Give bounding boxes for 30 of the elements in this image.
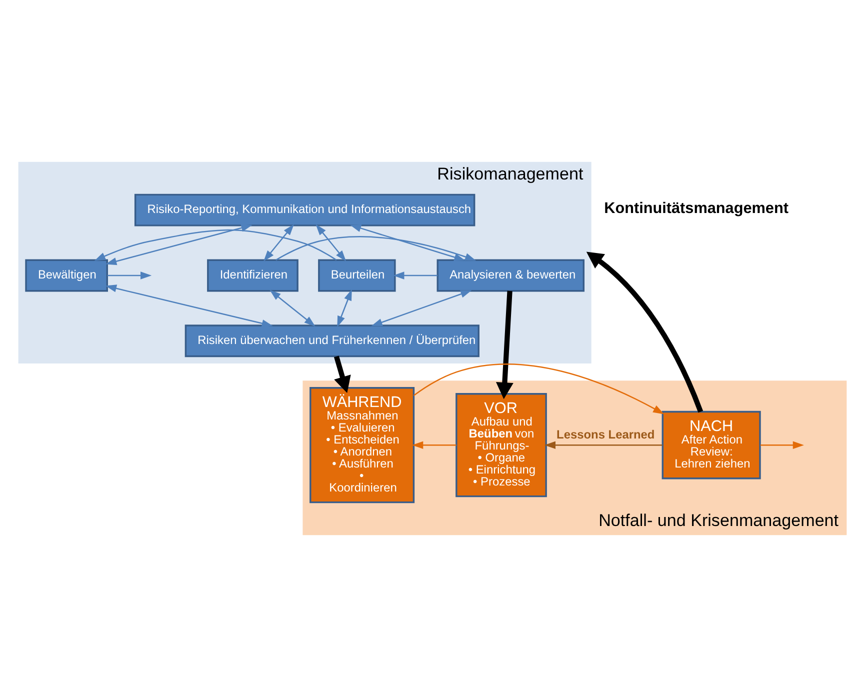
arrow (412, 440, 456, 448)
arrow (337, 288, 352, 327)
arrow (270, 289, 316, 326)
node-box: WÄHREND Massnahmen • Evaluieren • Entscheiden • Anordnen • Ausführen • Koordinieren (310, 386, 415, 503)
arrow (107, 271, 152, 279)
node-box: Identifizieren (207, 258, 298, 292)
node-box: Bewältigen (25, 258, 108, 292)
arrow (544, 440, 662, 448)
arrow (105, 224, 252, 265)
arrow (264, 224, 294, 261)
edge-label: Lessons Learned (556, 426, 655, 441)
node-box: NACH After Action Review: Lehren ziehen (662, 410, 761, 479)
node-box: Risiko-Reporting, Kommunikation und Informationsaustausch (134, 193, 476, 226)
node-box: VOR Aufbau und Beüben von Führungs- • Organe • Einrichtung • Prozesse (456, 392, 547, 497)
node-box: Analysieren & bewerten (436, 258, 584, 292)
arrow (371, 290, 472, 326)
arrow (334, 355, 351, 393)
label: Kontinuitätsmanagement (604, 199, 788, 216)
arrow (105, 284, 273, 327)
arrow (496, 290, 514, 399)
arrow (316, 224, 346, 261)
arrow (760, 440, 804, 448)
node-box: Risiken überwachen und Früherkennen / Überprüfen (184, 324, 480, 357)
arrow (413, 363, 664, 414)
arrow (393, 271, 438, 279)
arrow (586, 251, 704, 412)
arrow (94, 228, 337, 260)
arrow (276, 236, 476, 260)
arrow (350, 224, 466, 261)
node-box: Beurteilen (318, 258, 396, 292)
